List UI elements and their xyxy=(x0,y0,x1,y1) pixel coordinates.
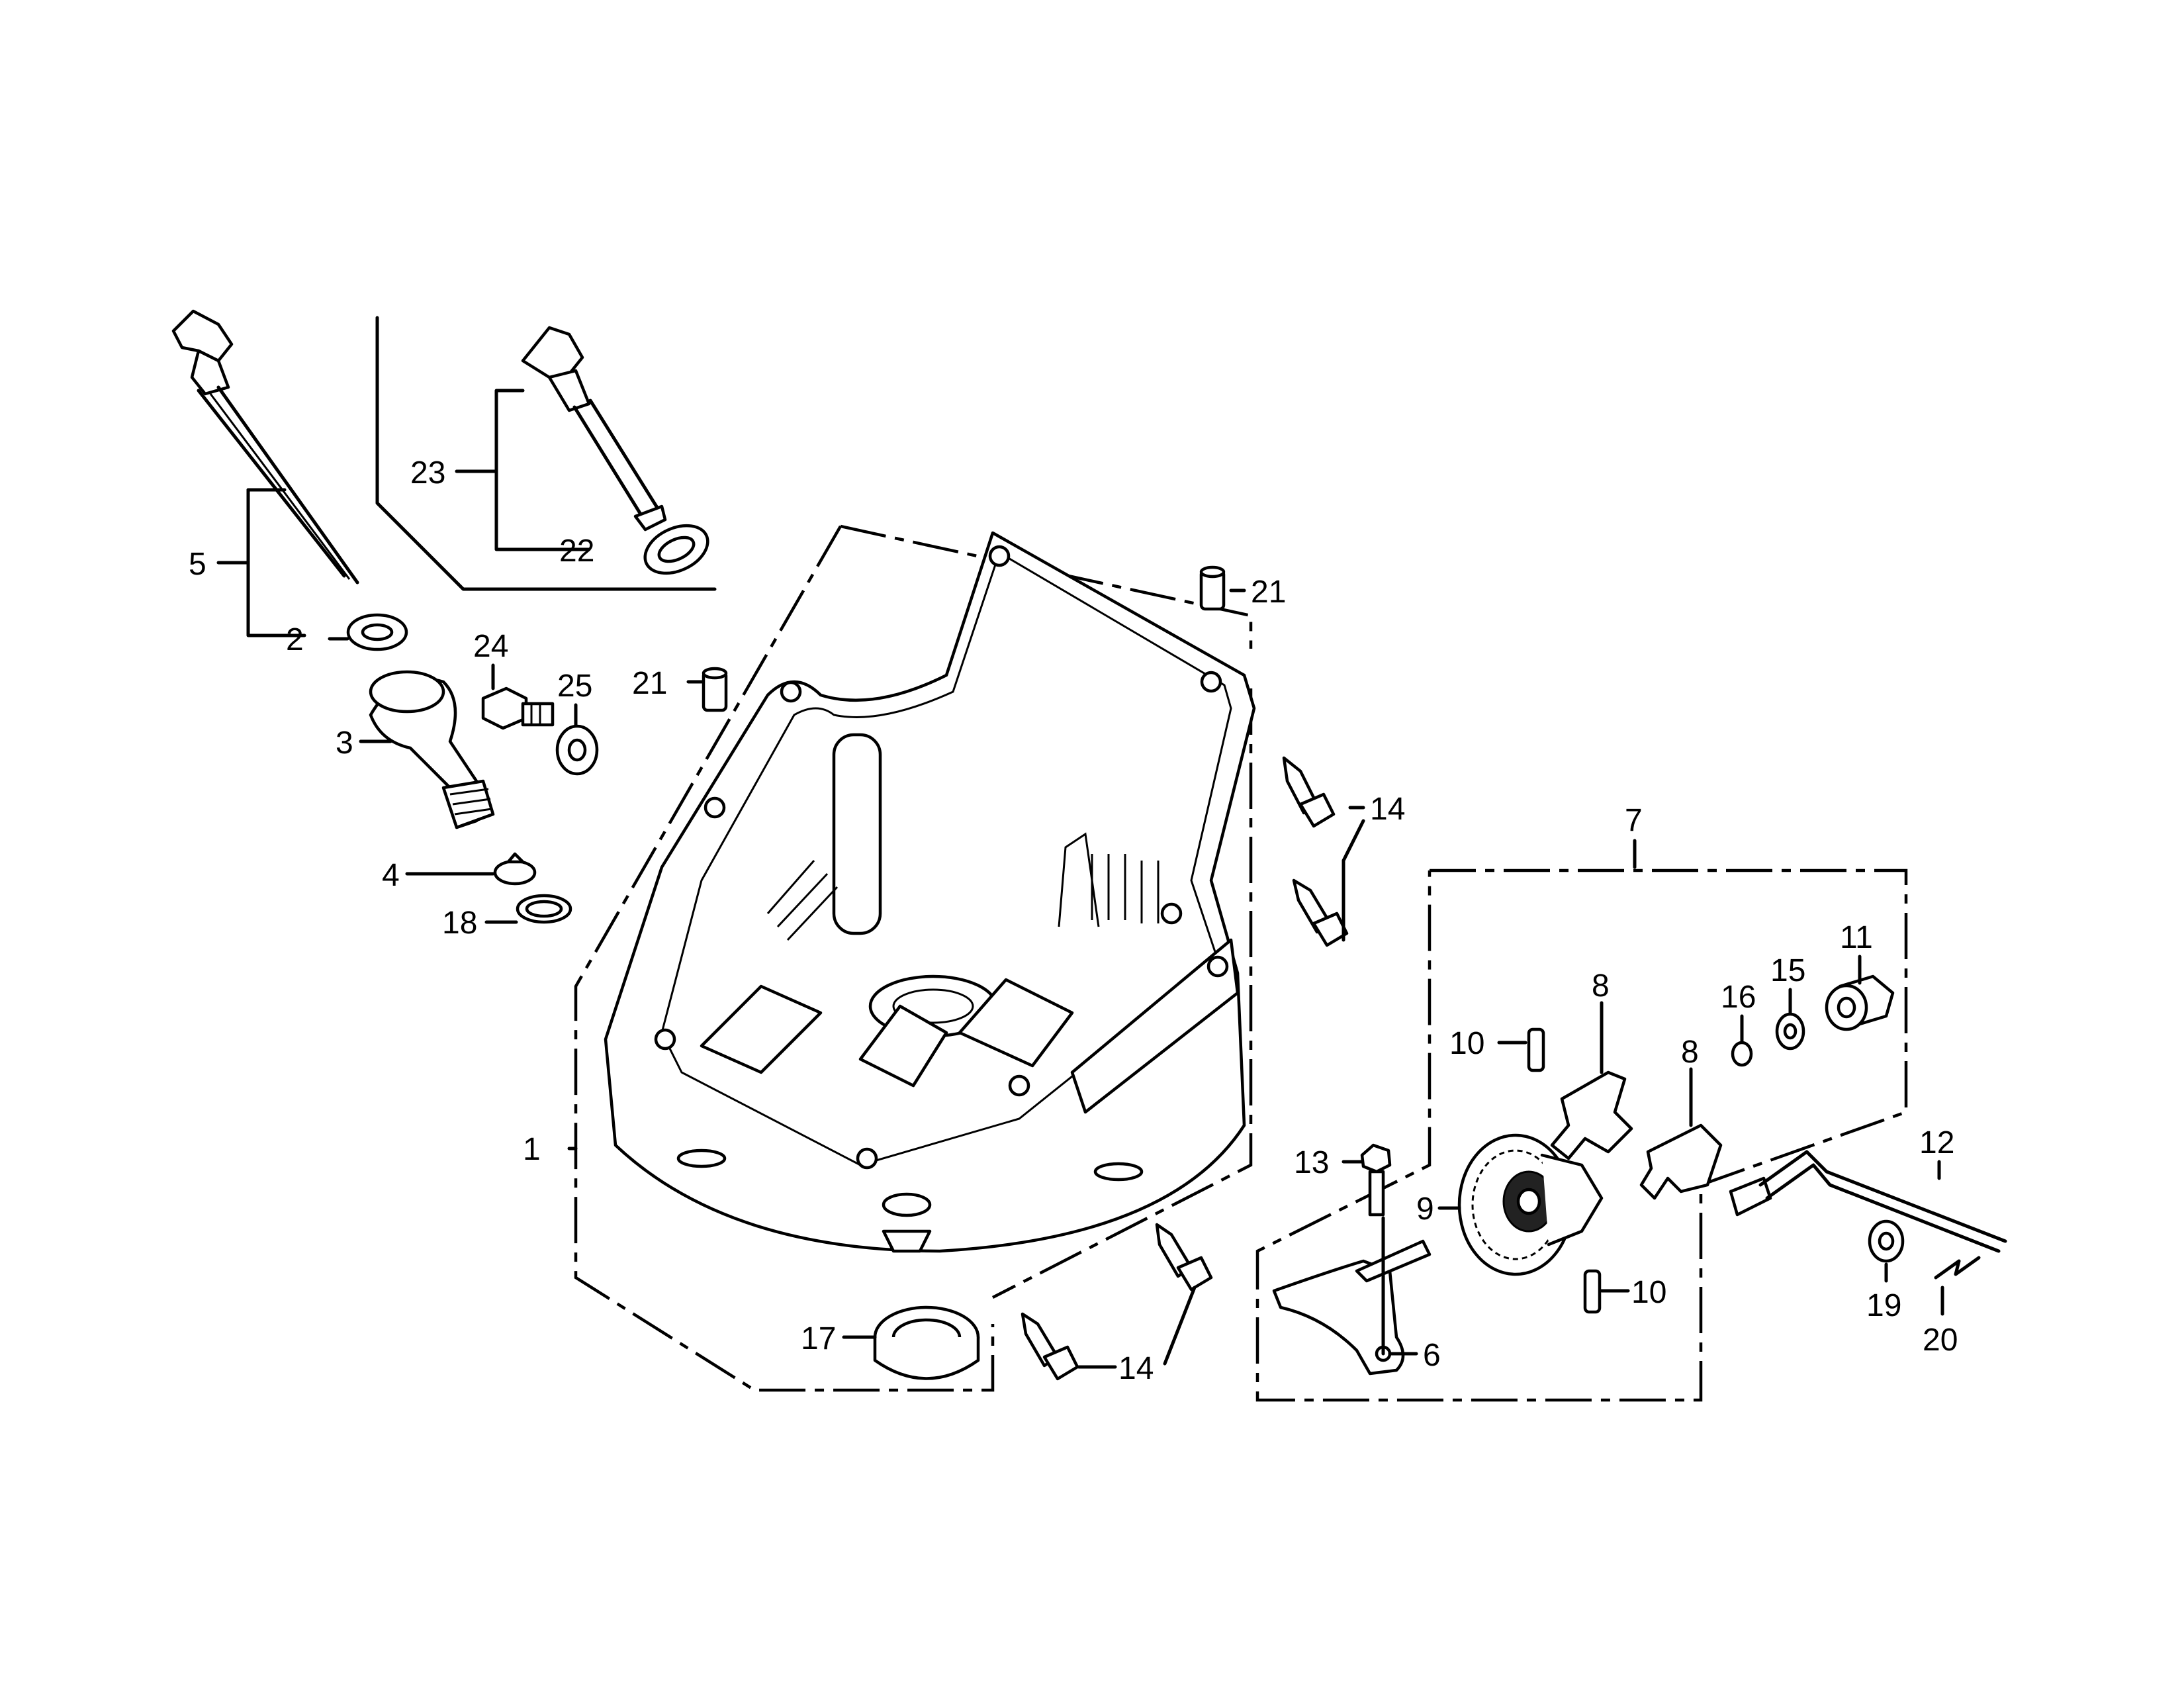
dowel-pin-21b xyxy=(1199,565,1226,611)
callout-19: 19 xyxy=(1866,1288,1901,1323)
callout-23: 23 xyxy=(410,455,445,491)
callout-9: 9 xyxy=(1416,1192,1434,1227)
cover-outline-left xyxy=(574,525,995,1392)
leader-lines xyxy=(216,389,1944,1369)
callout-7: 7 xyxy=(1625,803,1643,838)
bolt-13 xyxy=(1360,1143,1392,1217)
callout-21a: 21 xyxy=(632,666,667,701)
callout-11: 11 xyxy=(1840,920,1873,955)
drain-bolt-24 xyxy=(481,686,555,730)
bolt-14b xyxy=(1292,878,1349,947)
washer-15 xyxy=(1775,1012,1805,1051)
callout-8b: 8 xyxy=(1681,1035,1699,1070)
dipstick-5 xyxy=(171,309,359,585)
bolt-14c xyxy=(1155,1223,1213,1291)
oil-seal-17 xyxy=(873,1305,980,1380)
callout-16: 16 xyxy=(1721,980,1756,1015)
washer-22 xyxy=(643,524,709,575)
callout-10a: 10 xyxy=(1449,1026,1484,1061)
callout-5: 5 xyxy=(189,547,206,582)
pin-10b xyxy=(1583,1269,1602,1314)
callout-13: 13 xyxy=(1294,1145,1329,1180)
callout-18: 18 xyxy=(442,906,477,941)
callout-3: 3 xyxy=(336,726,353,761)
callout-24: 24 xyxy=(473,629,508,664)
callout-8a: 8 xyxy=(1592,968,1610,1004)
callout-10b: 10 xyxy=(1631,1275,1666,1310)
holder-11 xyxy=(1825,974,1895,1031)
callout-22: 22 xyxy=(559,534,594,569)
dipstick-23 xyxy=(521,326,667,532)
callout-12: 12 xyxy=(1919,1125,1954,1160)
crankcase-cover-1 xyxy=(604,531,1256,1253)
governor-gear-9 xyxy=(1457,1133,1604,1276)
callout-15: 15 xyxy=(1770,953,1805,988)
callout-6: 6 xyxy=(1423,1338,1441,1373)
callout-14a: 14 xyxy=(1370,792,1405,827)
callout-2: 2 xyxy=(286,622,304,657)
dowel-pin-21a xyxy=(702,667,728,712)
callout-14c: 14 xyxy=(1118,1351,1154,1386)
governor-weight-8b xyxy=(1639,1123,1723,1200)
alt-dipstick-bracket xyxy=(375,316,717,591)
filler-neck-3 xyxy=(369,670,495,829)
bolt-14a xyxy=(1282,756,1336,828)
callout-25: 25 xyxy=(557,669,592,704)
callout-20: 20 xyxy=(1923,1323,1958,1358)
washer-19 xyxy=(1868,1219,1905,1263)
callout-labels: 1 2 3 4 5 6 7 8 8 9 10 10 11 12 13 14 14… xyxy=(189,455,1958,1386)
holder-plate-6 xyxy=(1272,1239,1432,1376)
o-ring-18 xyxy=(516,894,572,924)
bolt-14d xyxy=(1021,1312,1079,1381)
cover-outline-right xyxy=(991,688,1253,1299)
washer-16 xyxy=(1731,1041,1753,1067)
callout-17: 17 xyxy=(801,1321,836,1356)
washer-2 xyxy=(346,613,408,651)
callout-1: 1 xyxy=(523,1132,541,1167)
governor-weight-8a xyxy=(1550,1070,1633,1160)
clip-4 xyxy=(493,852,537,886)
callout-21b: 21 xyxy=(1251,575,1286,610)
governor-shaft-12 xyxy=(1729,1150,2007,1253)
clip-20 xyxy=(1934,1256,1981,1280)
pin-10a xyxy=(1527,1027,1545,1072)
washer-25 xyxy=(555,724,599,776)
callout-4: 4 xyxy=(382,858,400,893)
